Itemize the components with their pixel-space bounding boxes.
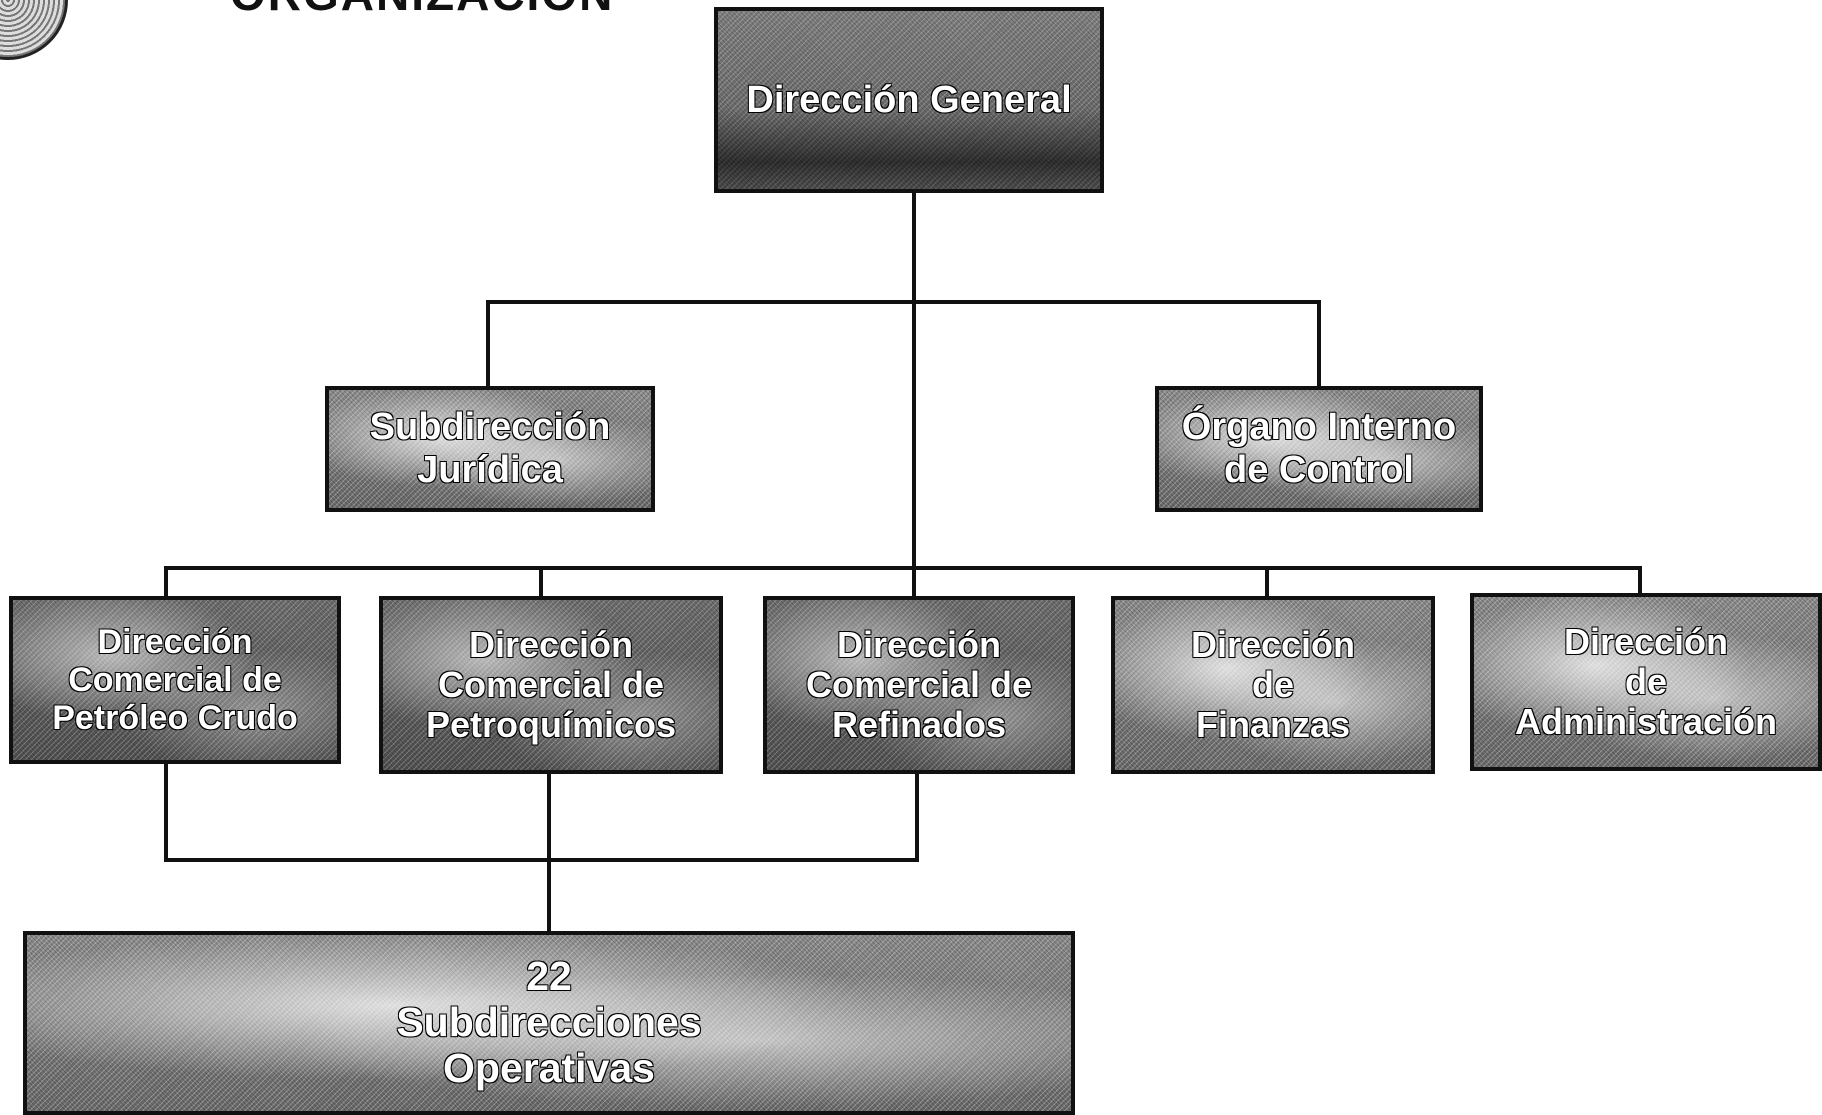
box-subdireccion-juridica: Subdirección Jurídica	[325, 386, 655, 512]
label-dc-petroleo-crudo: Dirección Comercial de Petróleo Crudo	[51, 622, 298, 738]
box-d-administracion: Dirección de Administración	[1470, 593, 1822, 771]
label-organo-interno-control: Órgano Interno de Control	[1181, 406, 1457, 492]
page-title: ORGANIZACIÓN	[230, 0, 614, 21]
box-direccion-general: Dirección General	[714, 7, 1104, 193]
label-d-finanzas: Dirección de Finanzas	[1190, 623, 1356, 746]
label-dc-refinados: Dirección Comercial de Refinados	[805, 623, 1033, 746]
label-subdirecciones-operativas: 22 Subdirecciones Operativas	[396, 952, 703, 1091]
box-dc-refinados: Dirección Comercial de Refinados	[763, 596, 1075, 774]
box-organo-interno-control: Órgano Interno de Control	[1155, 386, 1483, 512]
label-dc-petroquimicos: Dirección Comercial de Petroquímicos	[425, 623, 677, 746]
label-d-administracion: Dirección de Administración	[1514, 620, 1778, 743]
box-dc-petroleo-crudo: Dirección Comercial de Petróleo Crudo	[9, 596, 341, 764]
label-subdireccion-juridica: Subdirección Jurídica	[369, 406, 611, 492]
box-d-finanzas: Dirección de Finanzas	[1111, 596, 1435, 774]
box-dc-petroquimicos: Dirección Comercial de Petroquímicos	[379, 596, 723, 774]
label-direccion-general: Dirección General	[746, 78, 1073, 121]
box-subdirecciones-operativas: 22 Subdirecciones Operativas	[23, 931, 1075, 1115]
